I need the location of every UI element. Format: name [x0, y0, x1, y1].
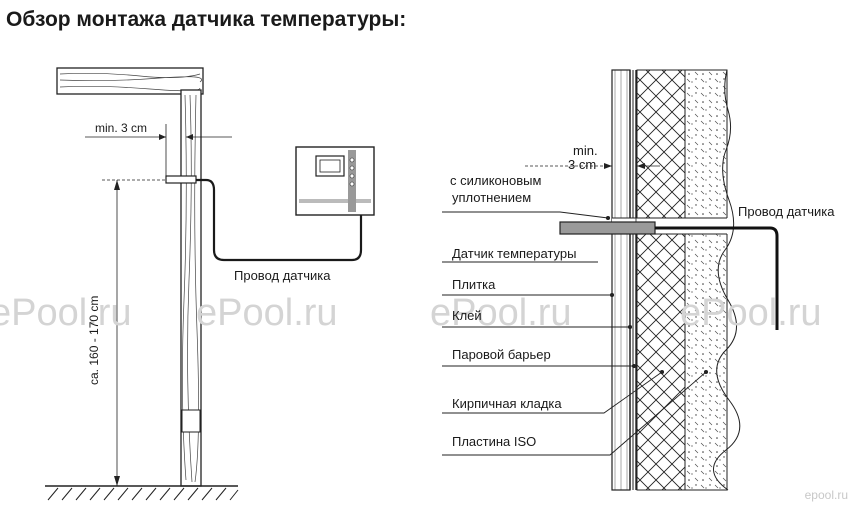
brickwork-label: Кирпичная кладка — [452, 396, 562, 411]
brick-layer — [636, 69, 686, 491]
right-min-label-1: min. — [573, 143, 598, 158]
watermark-1: ePool.ru — [0, 292, 132, 334]
glue-label: Клей — [452, 308, 482, 323]
silicone-label-2: уплотнением — [452, 190, 532, 205]
iso-layer — [684, 69, 728, 491]
silicone-label-1: с силиконовым — [450, 173, 542, 188]
right-min-label-2: 3 cm — [568, 157, 597, 172]
sensor-label: Датчик температуры — [452, 246, 577, 261]
left-min-distance-label: min. 3 cm — [95, 121, 148, 135]
ceiling-beam — [56, 67, 204, 95]
height-range-label: ca. 160 - 170 cm — [87, 295, 101, 385]
sensor-wire-right — [655, 226, 779, 330]
left-installation-diagram — [45, 67, 375, 501]
watermark-corner: epool.ru — [804, 488, 848, 502]
watermark-3: ePool.ru — [430, 292, 572, 334]
temperature-sensor — [165, 175, 197, 184]
iso-plate-label: Пластина ISO — [452, 434, 537, 449]
right-wire-label: Провод датчика — [738, 204, 835, 219]
sensor-element — [559, 221, 656, 235]
tile-layer — [611, 69, 631, 491]
control-unit — [295, 146, 375, 216]
watermark-4: ePool.ru — [680, 292, 822, 334]
tile-label: Плитка — [452, 277, 496, 292]
page-title: Обзор монтажа датчика температуры: — [6, 8, 407, 31]
sensor-wire — [196, 178, 363, 262]
left-wire-label: Провод датчика — [234, 268, 331, 283]
right-wall-section — [442, 69, 779, 491]
vapor-barrier-label: Паровой барьер — [452, 347, 551, 362]
watermark-2: ePool.ru — [196, 292, 338, 334]
